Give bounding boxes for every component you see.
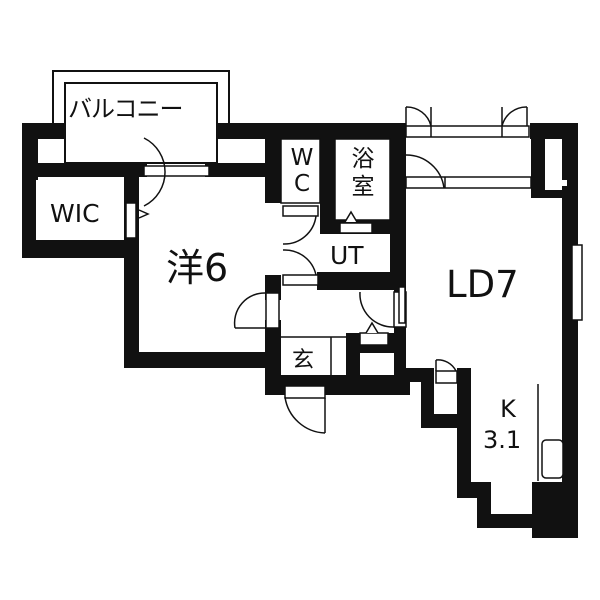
wc-label: W C (290, 145, 314, 197)
entrance-label: 玄 (292, 348, 315, 373)
walls (22, 123, 578, 538)
living-dining-label: LD7 (446, 263, 519, 306)
fixtures (125, 106, 583, 481)
wc-label-line2: C (293, 171, 311, 197)
kitchen-label: K (500, 395, 516, 423)
wic-label: WIC (50, 199, 100, 228)
balcony-label: バルコニー (68, 95, 184, 123)
western-room-label: 洋6 (166, 246, 229, 290)
kitchen-size-label: 3.1 (483, 426, 522, 454)
bathroom-label: 浴 室 (350, 145, 376, 201)
bathroom-label-line2: 室 (351, 174, 375, 200)
bathroom-label-line1: 浴 (351, 146, 375, 172)
utility-label: UT (330, 241, 364, 270)
wc-label-line1: W (290, 145, 314, 171)
